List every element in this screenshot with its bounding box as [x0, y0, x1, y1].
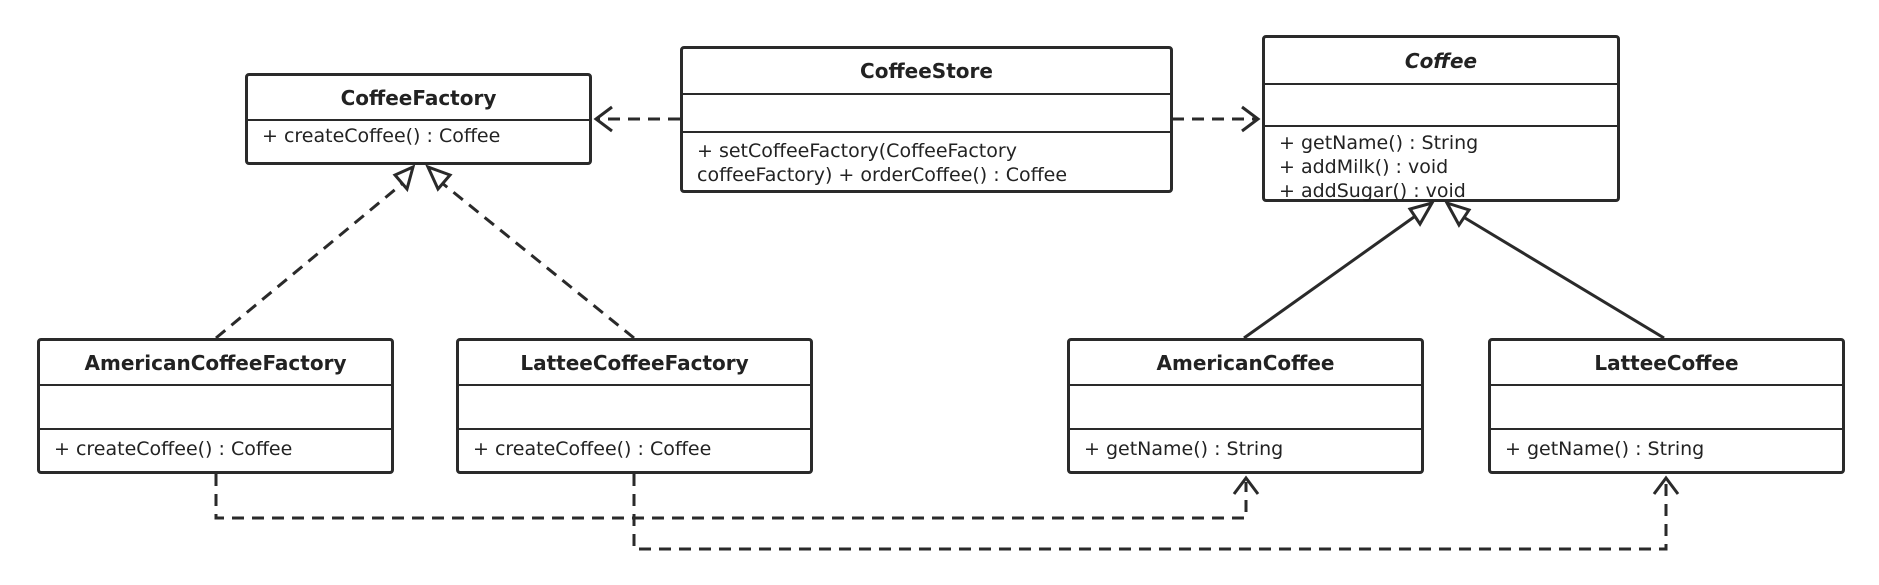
- dependency-store-to-coffee: [1172, 105, 1261, 133]
- class-name: LatteeCoffee: [1491, 341, 1842, 386]
- operations-compartment: + createCoffee() : Coffee: [459, 430, 810, 461]
- class-american-coffee-factory[interactable]: AmericanCoffeeFactory + createCoffee() :…: [37, 338, 394, 474]
- class-name: AmericanCoffeeFactory: [40, 341, 391, 386]
- operation: + createCoffee() : Coffee: [262, 125, 501, 147]
- realization-american-factory: [215, 164, 416, 340]
- class-name: CoffeeFactory: [248, 76, 589, 121]
- attributes-compartment: [683, 95, 1170, 133]
- operation: + addSugar() : void: [1279, 180, 1466, 202]
- class-name: LatteeCoffeeFactory: [459, 341, 810, 386]
- generalization-lattee-coffee: [1443, 200, 1665, 340]
- dependency-lattee-factory-to-lattee-coffee: [632, 474, 1680, 551]
- attributes-compartment: [459, 386, 810, 430]
- operation: + getName() : String: [1505, 438, 1705, 460]
- operation: + setCoffeeFactory(CoffeeFactory coffeeF…: [697, 140, 1017, 186]
- operation: + addMilk() : void: [1279, 156, 1449, 178]
- attributes-compartment: [1491, 386, 1842, 430]
- class-coffee-factory[interactable]: CoffeeFactory + createCoffee() : Coffee: [245, 73, 592, 165]
- attributes-compartment: [1265, 85, 1617, 127]
- dependency-american-factory-to-american-coffee: [214, 474, 1260, 520]
- class-name: AmericanCoffee: [1070, 341, 1421, 386]
- operation: + getName() : String: [1084, 438, 1284, 460]
- operation: + createCoffee() : Coffee: [473, 438, 712, 460]
- operations-compartment: + createCoffee() : Coffee: [248, 121, 589, 148]
- operation: + getName() : String: [1279, 132, 1479, 154]
- operation: + orderCoffee() : Coffee: [838, 164, 1068, 186]
- class-name: CoffeeStore: [683, 49, 1170, 95]
- operations-compartment: + createCoffee() : Coffee: [40, 430, 391, 461]
- dependency-store-to-factory: [593, 105, 680, 133]
- operations-compartment: + getName() : String: [1070, 430, 1421, 461]
- class-coffee[interactable]: Coffee + getName() : String + addMilk() …: [1262, 35, 1620, 202]
- generalization-american-coffee: [1243, 200, 1436, 340]
- class-name: Coffee: [1265, 38, 1617, 85]
- attributes-compartment: [40, 386, 391, 430]
- class-lattee-coffee[interactable]: LatteeCoffee + getName() : String: [1488, 338, 1845, 474]
- class-american-coffee[interactable]: AmericanCoffee + getName() : String: [1067, 338, 1424, 474]
- operations-compartment: + getName() : String + addMilk() : void …: [1265, 127, 1617, 203]
- realization-lattee-factory: [425, 164, 635, 340]
- operations-compartment: + getName() : String: [1491, 430, 1842, 461]
- class-coffee-store[interactable]: CoffeeStore + setCoffeeFactory(CoffeeFac…: [680, 46, 1173, 193]
- operations-compartment: + setCoffeeFactory(CoffeeFactory coffeeF…: [683, 133, 1170, 187]
- operation: + createCoffee() : Coffee: [54, 438, 293, 460]
- class-lattee-coffee-factory[interactable]: LatteeCoffeeFactory + createCoffee() : C…: [456, 338, 813, 474]
- attributes-compartment: [1070, 386, 1421, 430]
